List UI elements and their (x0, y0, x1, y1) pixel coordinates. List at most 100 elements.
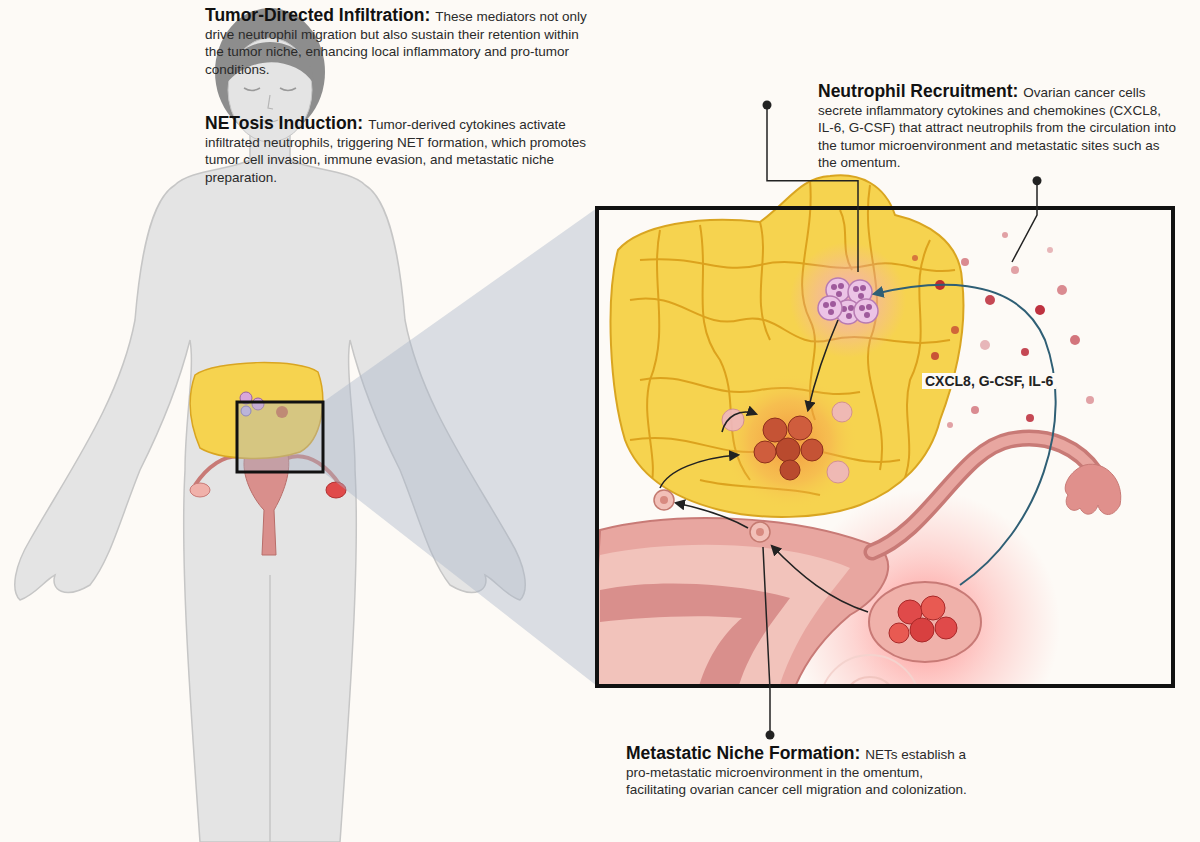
neutrophil-nucleus (853, 286, 859, 292)
neutrophil-nucleus (823, 302, 829, 308)
cytokine-label: CXCL8, G-CSF, IL-6 (922, 373, 1056, 389)
uterus-myometrium (597, 545, 850, 686)
zoom-projection (237, 208, 597, 686)
neutrophil-nucleus (836, 291, 842, 297)
neutrophil (827, 461, 849, 483)
tumor-cell (788, 416, 812, 440)
omental-tumor (754, 416, 823, 480)
cancer-cell (750, 522, 770, 542)
migration-arrow (722, 412, 756, 432)
zoom-box-small (237, 402, 323, 472)
tumor-cell (801, 439, 823, 461)
cytokine-dot (971, 406, 979, 414)
cytokine-dot (1047, 247, 1053, 253)
vessel (647, 230, 660, 490)
neutrophil-glow (790, 242, 906, 358)
migration-arrow (660, 455, 738, 488)
leader-lines (763, 101, 1042, 740)
neutrophil-nucleus (828, 309, 834, 315)
cytokine-dot (947, 422, 953, 428)
leader-dot (763, 101, 772, 110)
inset-frame (597, 208, 1173, 686)
cytokine-dot (1035, 305, 1045, 315)
tumor-cell (889, 623, 909, 643)
recruitment-arrow (874, 285, 1056, 585)
cytokine-dot (912, 255, 918, 261)
cytokine-dot (931, 352, 939, 360)
cancer-cell (654, 490, 674, 510)
neutrophil-nucleus (831, 284, 837, 290)
vessel (630, 438, 900, 462)
vessel (900, 240, 930, 490)
cytokine-dot (1026, 414, 1034, 422)
callout-text: Neutrophil Recruitment:Ovarian cancer ce… (818, 80, 1180, 171)
omentum-vessels (630, 180, 955, 495)
neutrophil-nucleus (848, 305, 854, 311)
leader-line (763, 547, 770, 735)
cytokine-dot (980, 340, 990, 350)
neutrophil (854, 299, 878, 323)
vessel (640, 259, 955, 271)
neutrophil-nucleus (859, 305, 865, 311)
tumor-glow (722, 374, 858, 510)
callout-heading: Metastatic Niche Formation: (626, 743, 860, 763)
cancer-cell-nucleus (660, 496, 668, 504)
neutrophil (832, 402, 852, 422)
migrating-cells (654, 455, 868, 612)
neutrophil-nucleus (866, 304, 872, 310)
migration-arrow (808, 320, 838, 410)
ovarian-tumor (889, 596, 957, 643)
callout-text: Tumor-Directed Infiltration:These mediat… (205, 4, 590, 78)
vessel (760, 222, 770, 340)
neutrophil (818, 296, 842, 320)
cytokine-dot (1021, 348, 1029, 356)
nose (268, 95, 273, 109)
callout-text: NETosis Induction:Tumor-derived cytokine… (205, 112, 590, 186)
uterus-cavity (600, 584, 790, 686)
leader-dot (1033, 176, 1042, 185)
closed-eye (280, 88, 296, 91)
fimbriae (1065, 464, 1121, 514)
neutrophil-nucleus (830, 301, 836, 307)
neutrophil-nucleus (864, 312, 870, 318)
callout-heading: NETosis Induction: (205, 113, 363, 133)
ovary (869, 582, 981, 662)
omentum-shape (611, 175, 964, 517)
tumor-cell (780, 460, 800, 480)
uterus-wall (597, 518, 888, 686)
cytokine-dot (961, 258, 969, 266)
tumor-cell (910, 618, 934, 642)
neutrophil-nucleus (838, 283, 844, 289)
tumor-cell (921, 596, 945, 620)
neutrophil-nucleus (858, 293, 864, 299)
cytokine-dot (1070, 335, 1080, 345)
neutrophil-cluster (818, 278, 878, 324)
tumor-cell (935, 617, 957, 639)
omentum (611, 175, 964, 517)
neutrophil-cell (818, 296, 842, 320)
closed-eye (244, 88, 260, 91)
callout-heading: Tumor-Directed Infiltration: (205, 5, 430, 25)
neutrophil-nucleus (860, 285, 866, 291)
leg-gap (269, 575, 271, 842)
neutrophil-nucleus (846, 313, 852, 319)
infiltrating-neutrophils (722, 402, 852, 483)
leader-dot (766, 731, 775, 740)
leader-line (1012, 181, 1037, 262)
cytokine-dot (951, 326, 959, 334)
cytokine-dot (1057, 285, 1067, 295)
cytokine-dot (985, 295, 995, 305)
cytokine-dots (912, 232, 1094, 428)
small-ovary (190, 483, 210, 497)
cytokine-dot (1002, 232, 1008, 238)
cytokine-dot (1086, 396, 1094, 404)
cytokine-dot (1011, 266, 1019, 274)
migration-arrow (676, 503, 748, 528)
neutrophil-cell (854, 299, 878, 323)
tumor-cell (754, 441, 776, 463)
callout-text: Metastatic Niche Formation:NETs establis… (626, 742, 971, 799)
migration-arrow (772, 546, 868, 612)
callout-heading: Neutrophil Recruitment: (818, 81, 1018, 101)
cancer-cell-nucleus (756, 528, 764, 536)
